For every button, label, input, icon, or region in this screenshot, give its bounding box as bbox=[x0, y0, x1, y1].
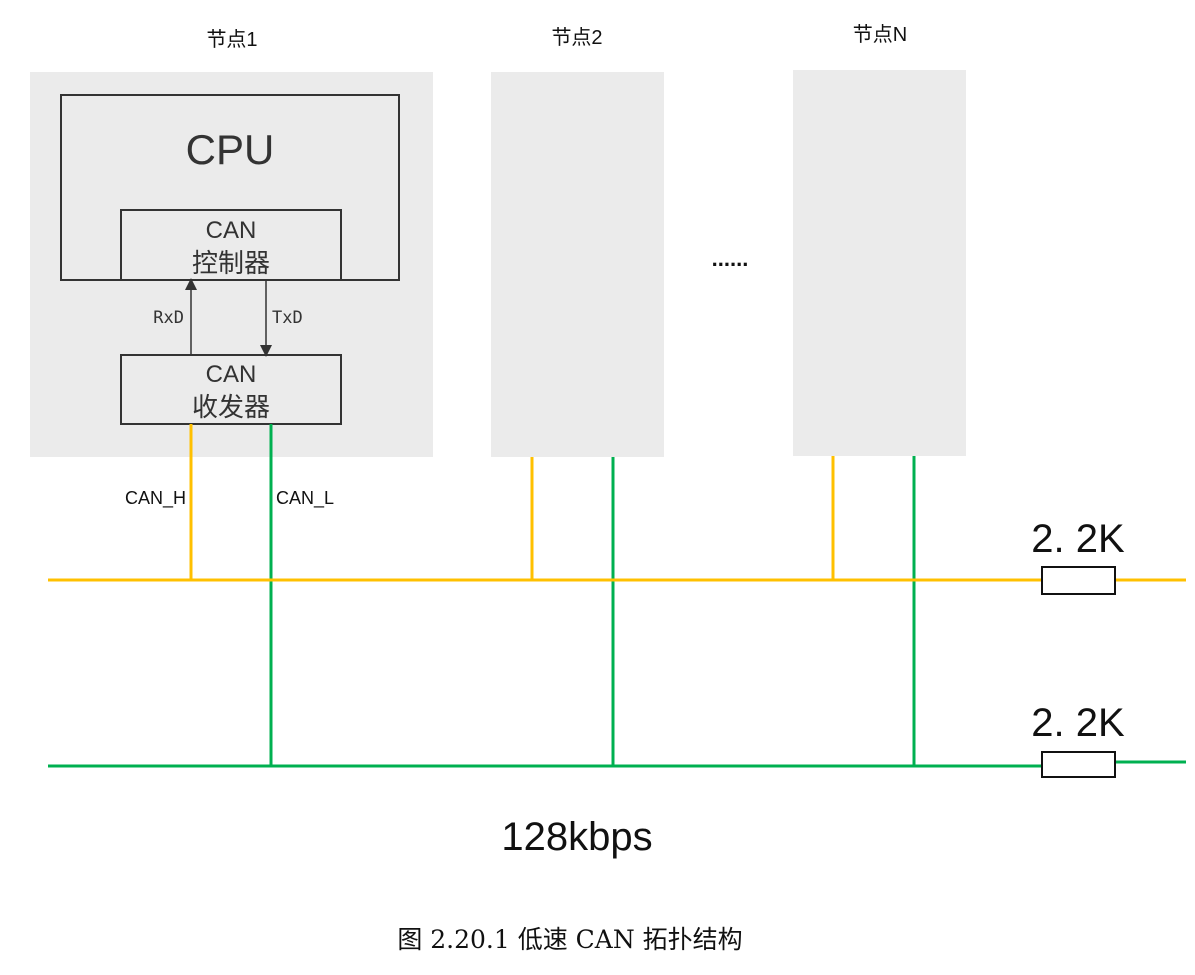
node-n-box bbox=[793, 70, 966, 456]
controller-line1: CAN bbox=[206, 217, 257, 244]
can-controller-box bbox=[120, 209, 342, 281]
transceiver-line2: 收发器 bbox=[192, 392, 270, 422]
can-h-label: CAN_H bbox=[125, 488, 186, 509]
figure-caption: 图 2.20.1 低速 CAN 拓扑结构 bbox=[397, 925, 742, 954]
resistor-low-value: 2. 2K bbox=[1031, 701, 1125, 745]
bitrate-label: 128kbps bbox=[501, 815, 652, 859]
resistor-high-value: 2. 2K bbox=[1031, 517, 1125, 561]
node-1-box bbox=[30, 72, 433, 457]
ellipsis: ...... bbox=[712, 246, 749, 271]
node-2-label: 节点2 bbox=[551, 26, 602, 49]
terminator-resistor-high bbox=[1041, 566, 1116, 595]
node-1-label: 节点1 bbox=[206, 28, 257, 51]
cpu-label: CPU bbox=[186, 126, 275, 173]
transceiver-line1: CAN bbox=[206, 361, 257, 388]
can-l-label: CAN_L bbox=[276, 488, 334, 509]
rxd-label: RxD bbox=[153, 308, 184, 328]
terminator-resistor-low bbox=[1041, 751, 1116, 778]
node-2-box bbox=[491, 72, 664, 457]
controller-line2: 控制器 bbox=[192, 248, 270, 278]
txd-label: TxD bbox=[272, 308, 303, 328]
can-transceiver-box bbox=[120, 354, 342, 425]
node-n-label: 节点N bbox=[853, 23, 907, 46]
